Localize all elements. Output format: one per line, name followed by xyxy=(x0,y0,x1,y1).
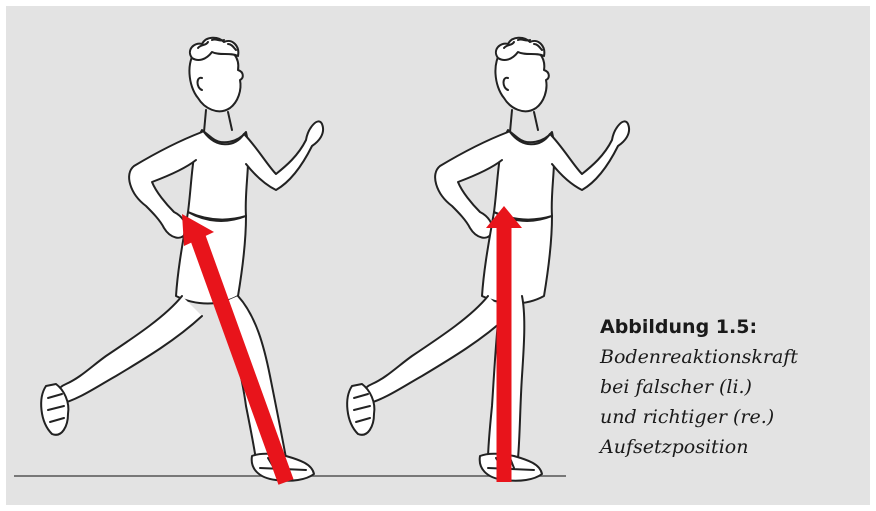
caption-title: Abbildung 1.5: xyxy=(600,312,866,342)
figure-panel: Abbildung 1.5: Bodenreaktionskraft bei f… xyxy=(6,6,870,505)
figure-caption: Abbildung 1.5: Bodenreaktionskraft bei f… xyxy=(600,312,866,462)
caption-line-3: und richtiger (re.) xyxy=(600,402,866,432)
caption-line-1: Bodenreaktionskraft xyxy=(600,342,866,372)
runner-left-icon xyxy=(41,38,323,481)
runner-right-icon xyxy=(347,38,629,481)
caption-line-2: bei falscher (li.) xyxy=(600,372,866,402)
caption-line-4: Aufsetzposition xyxy=(600,432,866,462)
